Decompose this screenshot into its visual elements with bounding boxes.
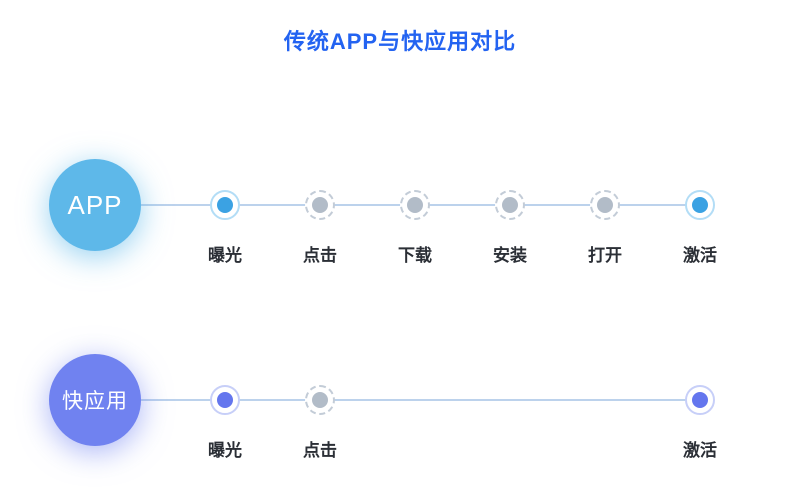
step-label: 点击 <box>303 246 337 265</box>
quickapp-flow-bubble-label: 快应用 <box>62 390 128 413</box>
step-node-open <box>590 190 620 220</box>
step-dot <box>692 392 708 408</box>
step-label: 下载 <box>398 246 432 265</box>
step-dot <box>692 197 708 213</box>
step-label: 点击 <box>303 441 337 460</box>
step-dot <box>502 197 518 213</box>
step-label: 激活 <box>683 441 717 460</box>
step-dot <box>217 392 233 408</box>
step-label: 曝光 <box>208 246 242 265</box>
step-dot <box>407 197 423 213</box>
app-flow-bubble-label: APP <box>67 189 123 220</box>
step-node-download <box>400 190 430 220</box>
step-node-exposure <box>210 385 240 415</box>
step-dot <box>312 197 328 213</box>
quickapp-flow-connector-line <box>141 399 700 401</box>
step-node-install <box>495 190 525 220</box>
step-node-activate <box>685 385 715 415</box>
step-dot <box>217 197 233 213</box>
step-dot <box>312 392 328 408</box>
quickapp-flow-bubble: 快应用 <box>49 354 141 446</box>
step-node-exposure <box>210 190 240 220</box>
page-title: 传统APP与快应用对比 <box>283 29 517 54</box>
step-dot <box>597 197 613 213</box>
step-node-click <box>305 190 335 220</box>
step-label: 安装 <box>493 246 527 265</box>
app-flow-bubble: APP <box>49 159 141 251</box>
step-node-click <box>305 385 335 415</box>
step-label: 曝光 <box>208 441 242 460</box>
step-label: 打开 <box>588 246 622 265</box>
step-node-activate <box>685 190 715 220</box>
step-label: 激活 <box>683 246 717 265</box>
